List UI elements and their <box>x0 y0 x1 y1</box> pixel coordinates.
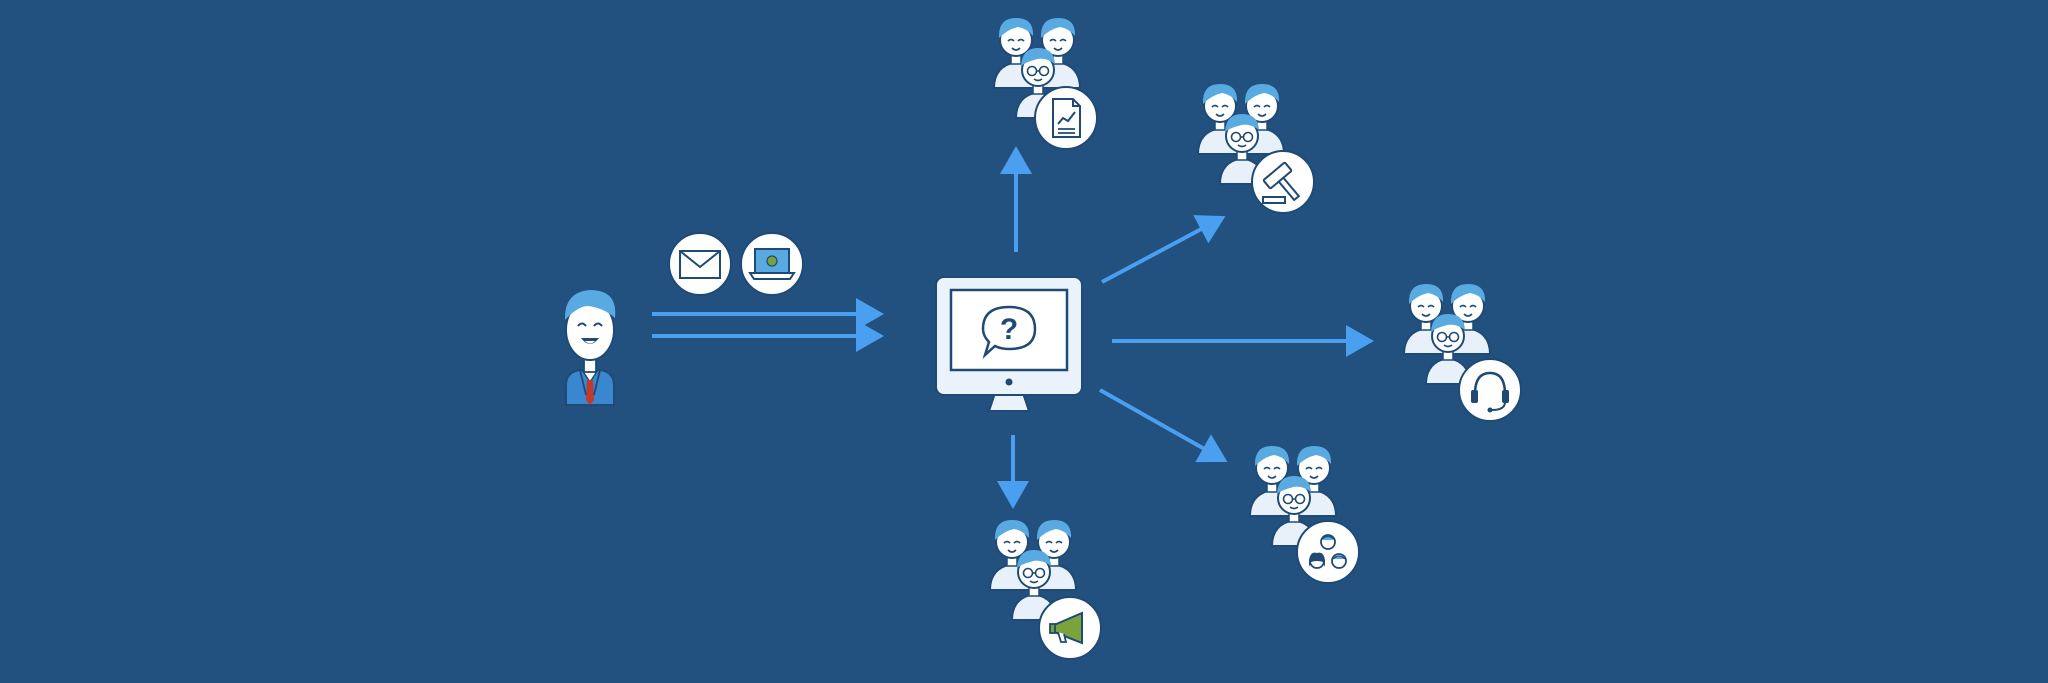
megaphone-icon <box>1038 596 1102 660</box>
group-reports <box>994 18 1098 150</box>
arrow-to-legal <box>1101 215 1226 284</box>
monitor-question-icon: ? <box>935 276 1083 412</box>
businessman-icon <box>564 290 616 406</box>
arrow-to-hr <box>1099 388 1228 463</box>
group-legal <box>1198 84 1315 214</box>
document-chart-icon <box>1034 86 1098 150</box>
headset-icon <box>1458 358 1522 422</box>
people-faces-icon <box>1296 520 1360 584</box>
group-support <box>1404 284 1522 422</box>
laptop-icon <box>740 232 804 296</box>
group-hr <box>1250 446 1360 584</box>
hub-question-glyph: ? <box>1000 313 1018 346</box>
group-marketing <box>990 520 1102 660</box>
gavel-icon <box>1251 150 1315 214</box>
envelope-icon <box>668 232 732 296</box>
